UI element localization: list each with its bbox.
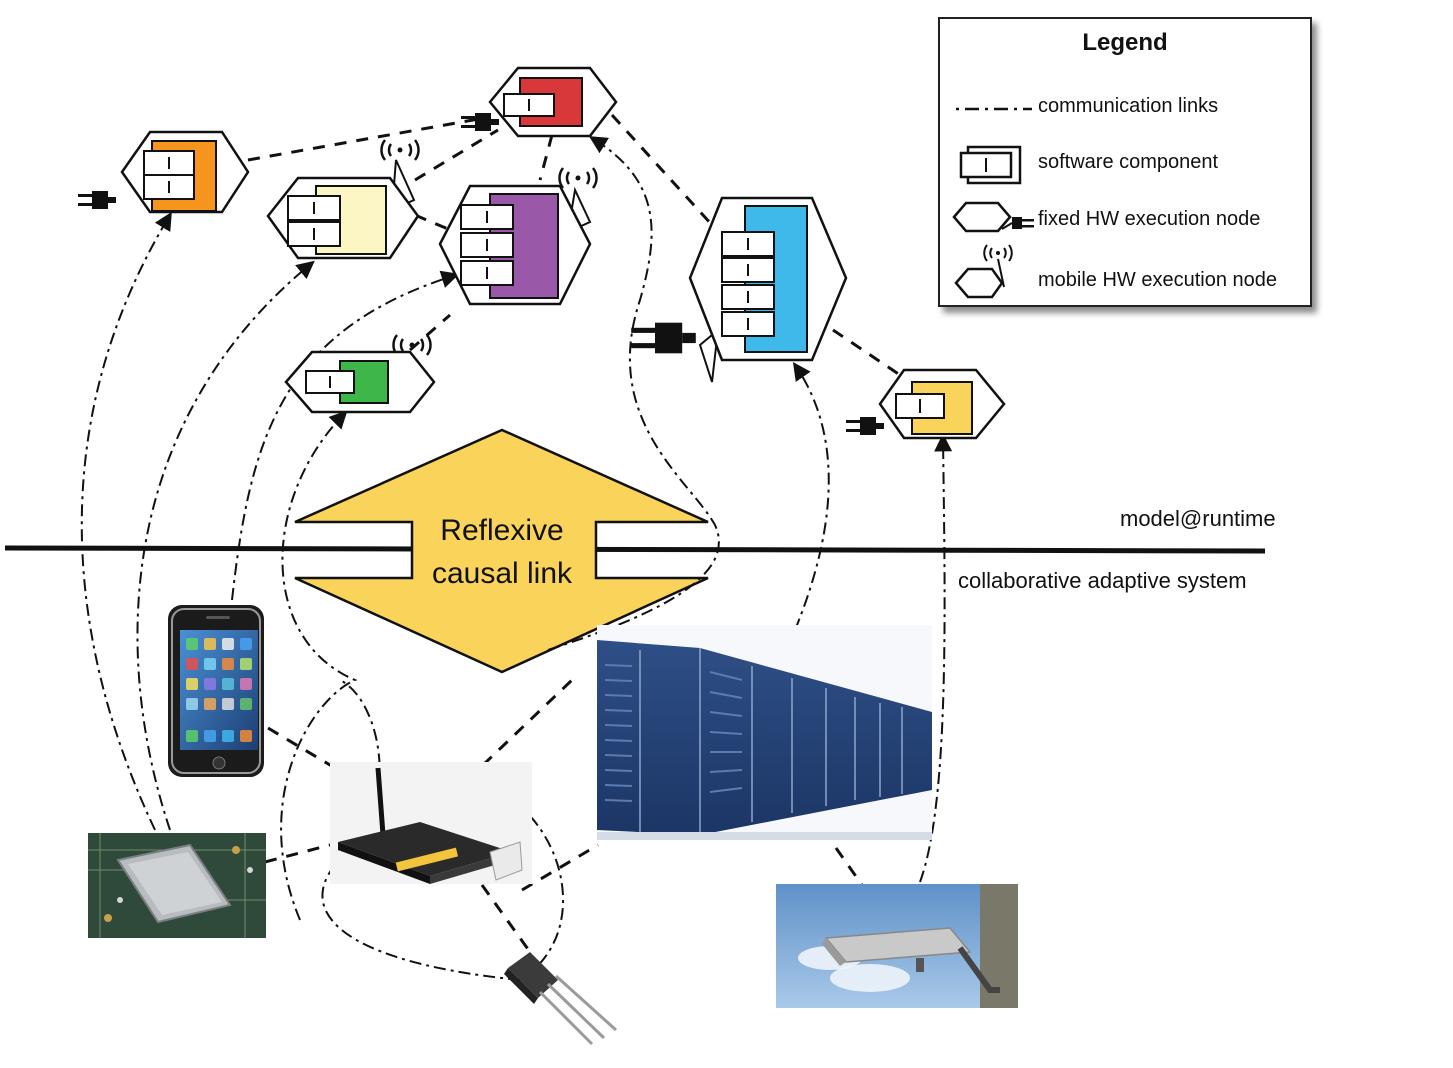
power-plug-icon [78, 191, 116, 209]
legend-label-mobile-node: mobile HW execution node [1038, 269, 1278, 291]
causal-mapping-links [80, 136, 953, 981]
communication-links-devices [264, 678, 864, 953]
fixed-node-icon [952, 201, 1034, 233]
causal-link-label-line1: Reflexive [440, 514, 563, 547]
software-component [460, 260, 514, 286]
mobile-node-icon [954, 244, 1013, 299]
wifi-router-device [330, 762, 532, 884]
embedded-board-device [88, 833, 266, 938]
power-plug-icon [631, 322, 696, 354]
fixed-node-yellow [846, 368, 1006, 440]
reflexive-causal-link: Reflexive causal link [294, 428, 709, 674]
causal-link-label-line2: causal link [432, 557, 573, 590]
smartphone-device [168, 605, 264, 777]
wireless-signal-icon [558, 166, 598, 190]
fixed-node-blue [631, 196, 848, 383]
fixed-node-orange [78, 130, 250, 214]
layer-label-model-runtime: model@runtime [1120, 506, 1276, 531]
fixed-node-red [461, 66, 618, 138]
server-racks-device [597, 625, 932, 840]
legend-label-software-component: software component [1038, 151, 1219, 173]
legend-label-communication-links: communication links [1038, 95, 1219, 117]
communication-links-model [247, 113, 901, 377]
software-component-icon [959, 145, 1022, 185]
legend-box: Legend communication links software comp… [938, 17, 1312, 307]
mobile-node-green [284, 333, 436, 414]
wireless-signal-icon [380, 138, 420, 162]
transistor-sensor-device [504, 952, 618, 1046]
mobile-node-cream [266, 138, 420, 260]
communication-link-symbol [956, 107, 1032, 111]
surveillance-camera-device [776, 884, 1018, 1008]
layer-label-adaptive-system: collaborative adaptive system [958, 568, 1247, 593]
power-plug-icon [846, 417, 884, 435]
software-component [143, 174, 195, 200]
mobile-node-purple [438, 166, 598, 306]
legend-label-fixed-node: fixed HW execution node [1038, 208, 1261, 230]
legend-title: Legend [1082, 29, 1168, 56]
layer-separator-line [4, 545, 1266, 554]
